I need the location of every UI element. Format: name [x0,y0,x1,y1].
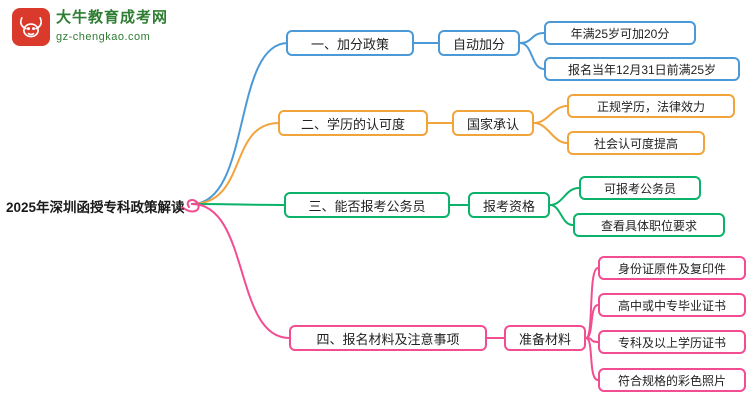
connector-root-branch-1 [191,42,289,205]
branch-2-sub-node: 国家承认 [452,110,534,136]
branch-3-sub-node: 报考资格 [468,192,550,218]
branch-3-node: 三、能否报考公务员 [284,192,450,218]
connector-branch-1-leaf-1 [519,32,545,44]
branch-4-node: 四、报名材料及注意事项 [289,325,487,351]
mindmap-root-label: 2025年深圳函授专科政策解读 [6,200,185,215]
branch-4-leaf-2: 高中或中专毕业证书 [598,293,746,317]
branch-4-leaf-4: 符合规格的彩色照片 [598,368,746,392]
branch-3-leaf-1: 可报考公务员 [579,176,701,200]
site-logo: 大牛教育成考网 gz-chengkao.com [12,8,168,46]
branch-1-leaf-2: 报名当年12月31日前满25岁 [544,57,740,81]
logo-text: 大牛教育成考网 gz-chengkao.com [56,8,168,44]
connector-branch-3-leaf-1 [549,187,580,206]
branch-2-node: 二、学历的认可度 [278,110,428,136]
connector-branch-4-leaf-2 [585,304,599,339]
branch-4-leaf-1: 身份证原件及复印件 [598,256,746,280]
branch-4-leaf-3: 专科及以上学历证书 [598,330,746,354]
connector-branch-1-leaf-2 [519,42,545,70]
connector-branch-2-leaf-1 [533,105,568,124]
connector-root-branch-4 [191,203,290,339]
branch-2-leaf-1: 正规学历，法律效力 [567,94,735,118]
branch-1-sub-node: 自动加分 [438,30,520,56]
connector-root-branch-2 [191,122,280,205]
connector-branch-2-leaf-2 [533,122,568,144]
bull-icon [12,8,50,46]
connector-root-branch-3 [191,203,286,206]
connector-branch-4-leaf-4 [585,337,599,381]
branch-3-leaf-2: 查看具体职位要求 [573,213,725,237]
logo-title: 大牛教育成考网 [56,9,169,26]
branch-4-sub-node: 准备材料 [504,325,586,351]
root-swirl-decoration [181,199,200,213]
connector-branch-3-leaf-2 [549,204,574,226]
logo-url: gz-chengkao.com [56,31,151,43]
branch-2-leaf-2: 社会认可度提高 [567,131,705,155]
connector-branch-4-leaf-1 [585,267,599,339]
branch-1-leaf-1: 年满25岁可加20分 [544,21,696,45]
branch-1-node: 一、加分政策 [286,30,414,56]
